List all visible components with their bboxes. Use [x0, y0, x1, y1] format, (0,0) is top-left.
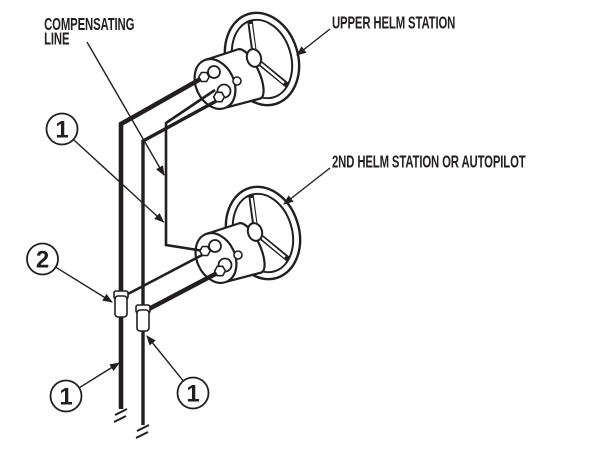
line-break-marks: [113, 408, 150, 439]
tee-fitting-left: [113, 290, 129, 318]
leader-compensating-line: [86, 41, 165, 176]
callout-circle-1-bottom-left: 1: [49, 379, 83, 413]
leader-callout-1-bottom-right: [146, 335, 184, 382]
callout-number-2: 2: [36, 247, 49, 274]
callout-number-1-bottom-left: 1: [59, 384, 72, 411]
second-station-stub-right: [143, 268, 223, 314]
second-helm-station: [188, 178, 311, 290]
upper-helm-station: [187, 4, 310, 116]
leader-lines: [55, 28, 331, 389]
callout-circle-1-top: 1: [45, 112, 79, 146]
label-second-helm-station: 2ND HELM STATION OR AUTOPILOT: [332, 152, 526, 172]
leader-callout-1-top: [72, 138, 165, 223]
callout-circle-2: 2: [26, 242, 59, 276]
label-compensating-line-2: LINE: [44, 29, 69, 49]
leader-second-helm: [283, 167, 331, 205]
compensating-line: [164, 88, 216, 253]
steering-line-left: [118, 74, 206, 409]
leader-callout-2: [55, 266, 113, 303]
text-labels: COMPENSATING LINE UPPER HELM STATION 2ND…: [44, 13, 526, 172]
callout-number-1-top: 1: [55, 117, 68, 144]
callouts: 1 2 1 1: [26, 112, 210, 413]
tee-fitting-right: [135, 304, 151, 332]
leader-upper-helm: [296, 28, 331, 56]
label-compensating-line-1: COMPENSATING: [44, 14, 134, 34]
second-station-stub-left: [123, 251, 207, 298]
callout-circle-1-bottom-right: 1: [176, 376, 210, 410]
leader-callout-1-bottom-left: [78, 362, 120, 389]
callout-number-1-bottom-right: 1: [186, 381, 199, 408]
label-upper-helm-station: UPPER HELM STATION: [332, 13, 455, 33]
